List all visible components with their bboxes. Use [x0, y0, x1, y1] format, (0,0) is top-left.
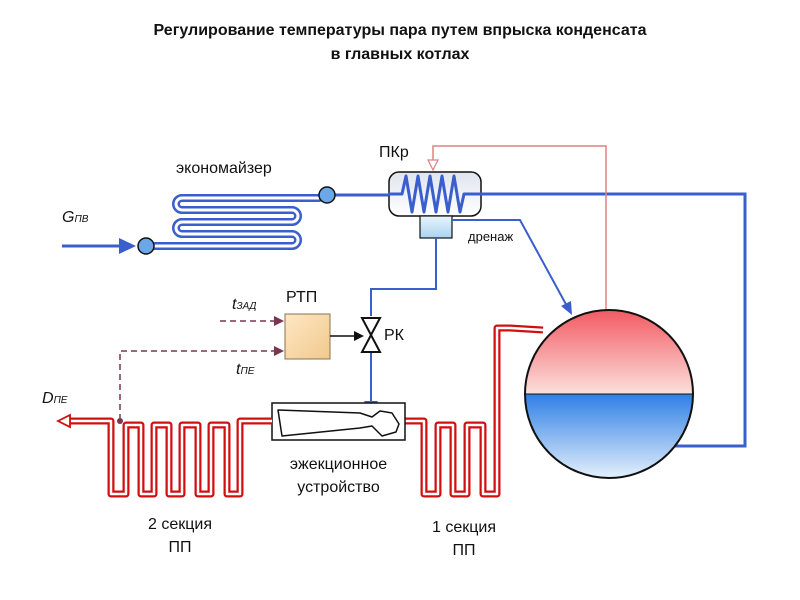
feedwater-inlet	[62, 237, 155, 255]
temperature-sensor-point	[117, 418, 123, 424]
title-line-1: Регулирование температуры пара путем впр…	[153, 22, 647, 39]
t-pe-main: t	[236, 361, 241, 378]
t-set-label: tЗАД	[232, 296, 256, 314]
ejector-label-line-1: эжекционное	[289, 456, 388, 473]
t-set-main: t	[232, 296, 237, 313]
section-1-label-line-1: 1 секция	[431, 519, 496, 536]
drain-arrow	[561, 301, 572, 315]
d-pe-subscript: ПЕ	[53, 395, 68, 406]
boiler-drum	[524, 309, 694, 479]
t-set-signal-arrow	[274, 316, 284, 326]
superheater-section-1	[402, 324, 544, 498]
d-pe-main: D	[42, 390, 54, 407]
rtp-label: РТП	[286, 289, 318, 306]
section-2-label-line-2: ПП	[168, 539, 192, 556]
economizer-to-pkr-line	[318, 186, 388, 204]
drain-label: дренаж	[468, 229, 514, 244]
economizer-coil	[146, 194, 323, 250]
steam-outlet-arrow	[55, 413, 71, 429]
g-pv-subscript: ПВ	[74, 214, 89, 225]
pkr-condenser	[388, 171, 486, 217]
condensate-line	[370, 238, 437, 316]
g-pv-main: G	[62, 209, 75, 226]
pkr-to-drum-water-line	[481, 192, 747, 448]
rk-valve	[360, 317, 382, 353]
rk-label: РК	[384, 327, 404, 344]
inlet-valve-circle	[137, 237, 155, 255]
t-pe-signal-arrow	[274, 346, 284, 356]
superheater-section-2	[70, 417, 272, 498]
pressure-impulse-line	[432, 145, 607, 310]
title-line-2: в главных котлах	[330, 46, 470, 63]
g-pv-label: GПВ	[62, 209, 88, 227]
d-pe-label: DПЕ	[42, 390, 67, 408]
section-1-label-line-2: ПП	[452, 542, 476, 559]
rtp-controller-box	[284, 313, 331, 360]
drain-line	[452, 219, 569, 309]
economizer-label: экономайзер	[176, 160, 272, 177]
pressure-impulse-arrow	[427, 159, 439, 172]
section-2-label-line-1: 2 секция	[147, 516, 212, 533]
t-pe-subscript: ПЕ	[240, 366, 255, 377]
rtp-to-rk-arrow	[354, 331, 364, 341]
ejector-label-line-2: устройство	[297, 479, 380, 496]
t-set-subscript: ЗАД	[236, 301, 257, 312]
drain-tank	[419, 215, 453, 239]
t-pe-signal-line	[119, 350, 276, 420]
ejector-device	[271, 402, 406, 441]
pkr-label: ПКр	[379, 144, 409, 161]
economizer-outlet-circle	[318, 186, 336, 204]
t-pe-label: tПЕ	[236, 361, 254, 379]
